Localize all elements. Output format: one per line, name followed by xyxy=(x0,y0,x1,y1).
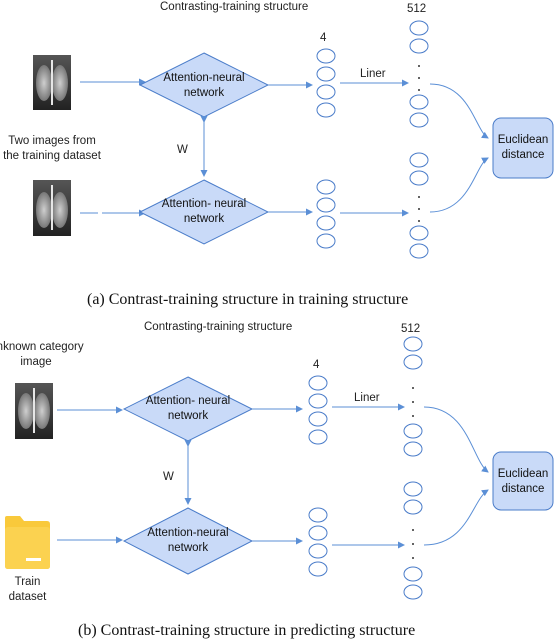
panel-a-caption: (a) Contrast-training structure in train… xyxy=(87,291,409,308)
euclidean-distance-box-a xyxy=(492,117,554,179)
panel-a-output-label: Euclidean distance xyxy=(497,134,549,161)
feature-column-4-top-b xyxy=(308,375,328,445)
feature-column-4-bottom-a xyxy=(316,179,336,249)
panel-a-linear-label: Liner xyxy=(360,68,386,80)
xray-image-unknown-b xyxy=(15,383,53,439)
panel-b-network-top-label: Attention- neural network xyxy=(145,395,231,422)
attention-network-bottom-a xyxy=(138,179,270,245)
panel-a-network-bottom-label: Attention- neural network xyxy=(161,198,247,225)
panel-a-title: Contrasting-training structure xyxy=(160,1,309,13)
attention-network-bottom-b xyxy=(122,507,254,575)
feature-column-512-top-a xyxy=(409,20,429,128)
feature-column-512-bottom-a xyxy=(409,152,429,259)
panel-b-input-bottom-label: Train dataset xyxy=(8,576,47,603)
panel-a-network-top-label: Attention-neural network xyxy=(163,72,245,99)
feature-column-512-top-b xyxy=(403,336,423,457)
panel-a-dim-512: 512 xyxy=(407,3,427,15)
panel-b-network-bottom-label: Attention-neural network xyxy=(147,527,229,554)
panel-b-weight-label: W xyxy=(163,471,174,483)
feature-column-512-bottom-b xyxy=(403,481,423,600)
panel-a-dim-4: 4 xyxy=(320,32,327,44)
panel-b-linear-label: Liner xyxy=(354,392,380,404)
xray-image-bottom-a xyxy=(33,180,71,236)
feature-column-4-bottom-b xyxy=(308,507,328,577)
panel-b-title: Contrasting-training structure xyxy=(144,321,293,333)
panel-b-caption: (b) Contrast-training structure in predi… xyxy=(78,622,416,639)
xray-image-top-a xyxy=(33,55,71,110)
folder-icon xyxy=(5,516,50,569)
euclidean-distance-box-b xyxy=(492,451,554,511)
panel-b-input-top-label: Unknown category image xyxy=(0,341,84,368)
panel-a-weight-label: W xyxy=(177,144,188,156)
panel-b-output-label: Euclidean distance xyxy=(497,468,549,495)
panel-b-dim-4: 4 xyxy=(313,359,320,371)
panel-a-input-label: Two images from the training dataset xyxy=(3,135,101,162)
feature-column-4-top-a xyxy=(316,48,336,118)
panel-b-dim-512: 512 xyxy=(401,323,421,335)
